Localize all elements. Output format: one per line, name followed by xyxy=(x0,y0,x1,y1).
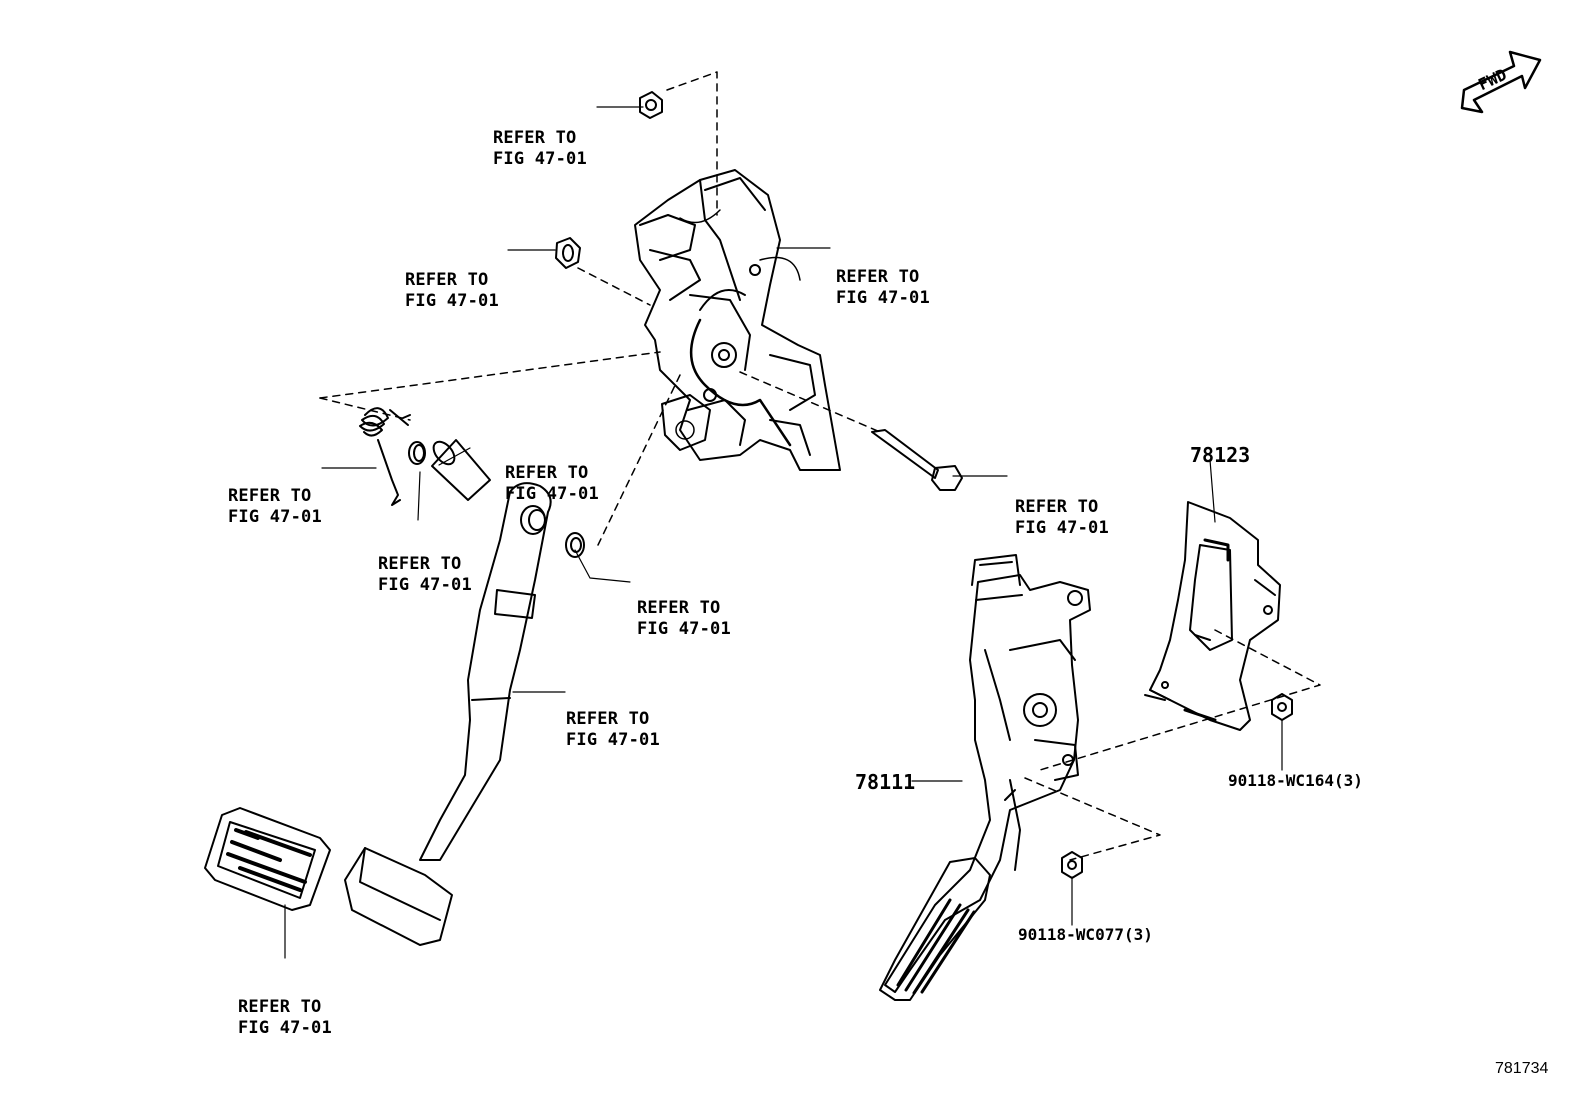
part-number-bracket: 78123 xyxy=(1190,443,1251,467)
fwd-arrow-icon xyxy=(1460,50,1542,114)
hardware-parts xyxy=(359,91,1293,879)
brake-pedal-lever xyxy=(344,482,552,946)
part-number-nut-a: 90118-WC164(3) xyxy=(1228,771,1363,790)
part-number-nut-b: 90118-WC077(3) xyxy=(1018,925,1153,944)
brake-pedal-pad xyxy=(204,807,331,911)
leader-lines xyxy=(284,106,1283,959)
figure-id: 781734 xyxy=(1495,1060,1549,1077)
accelerator-pedal-drawing xyxy=(879,554,1091,1001)
pedal-bracket-assembly xyxy=(634,169,841,471)
dashed-leader-lines xyxy=(319,71,1321,861)
part-number-accel-pedal: 78111 xyxy=(855,770,916,794)
bracket-78123-drawing xyxy=(1144,501,1281,731)
